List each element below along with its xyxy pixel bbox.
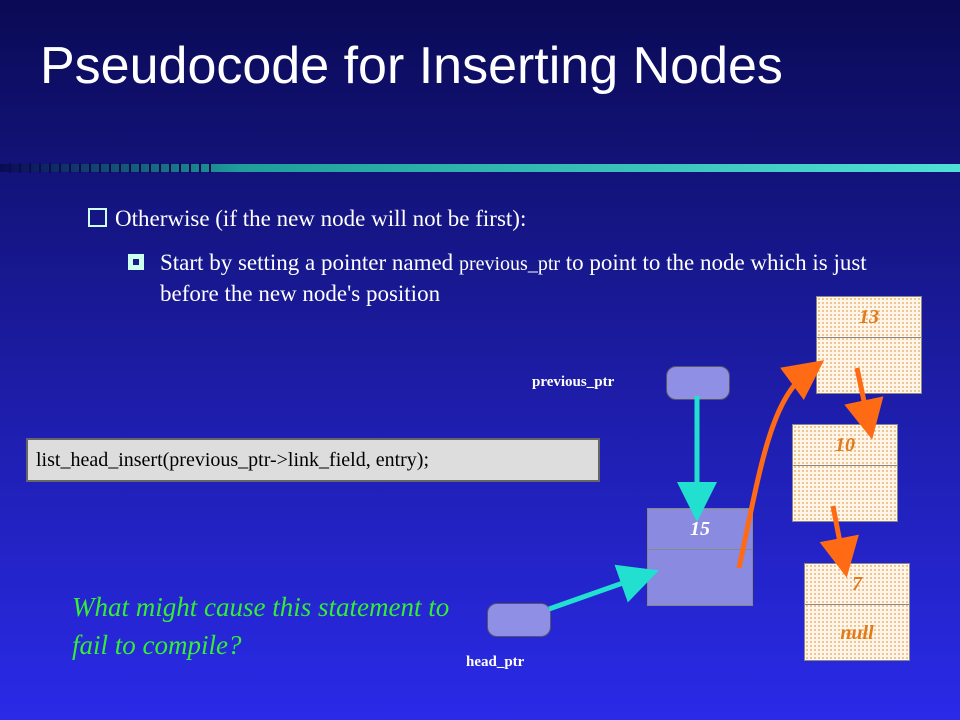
bullet-level2: Start by setting a pointer named previou… <box>128 248 918 309</box>
bullet2-text-part1: Start by setting a pointer named <box>160 250 459 275</box>
title-divider <box>0 163 960 173</box>
node-7-value: 7 <box>805 564 909 605</box>
previous-ptr-label: previous_ptr <box>532 374 615 390</box>
question-text: What might cause this statement to fail … <box>72 592 450 660</box>
head-ptr-label: head_ptr <box>466 654 525 670</box>
head-ptr-box <box>487 603 551 637</box>
arrow-13-to-10 <box>844 367 884 440</box>
arrow-head-ptr-to-15 <box>548 564 659 612</box>
slide-title: Pseudocode for Inserting Nodes <box>40 37 783 95</box>
code-statement: list_head_insert(previous_ptr->link_fiel… <box>26 438 600 482</box>
filled-square-bullet-icon <box>128 254 144 270</box>
bullet-level1: Otherwise (if the new node will not be f… <box>88 204 888 234</box>
node-13: 13 <box>816 296 922 394</box>
bullet2-code: previous_ptr <box>458 253 561 275</box>
node-13-value: 13 <box>817 297 921 338</box>
arrow-10-to-7 <box>819 505 859 578</box>
node-7: 7 null <box>804 563 910 661</box>
arrow-15-to-13 <box>736 360 825 569</box>
bullet1-text: Otherwise (if the new node will not be f… <box>115 206 527 231</box>
bullet2-text-part2: to point to the node which is just befor… <box>160 250 867 306</box>
node-15-value: 15 <box>648 509 752 550</box>
previous-ptr-box <box>666 366 730 400</box>
node-15-new: 15 <box>647 508 753 606</box>
square-bullet-icon <box>88 208 107 227</box>
node-7-link: null <box>840 622 874 644</box>
